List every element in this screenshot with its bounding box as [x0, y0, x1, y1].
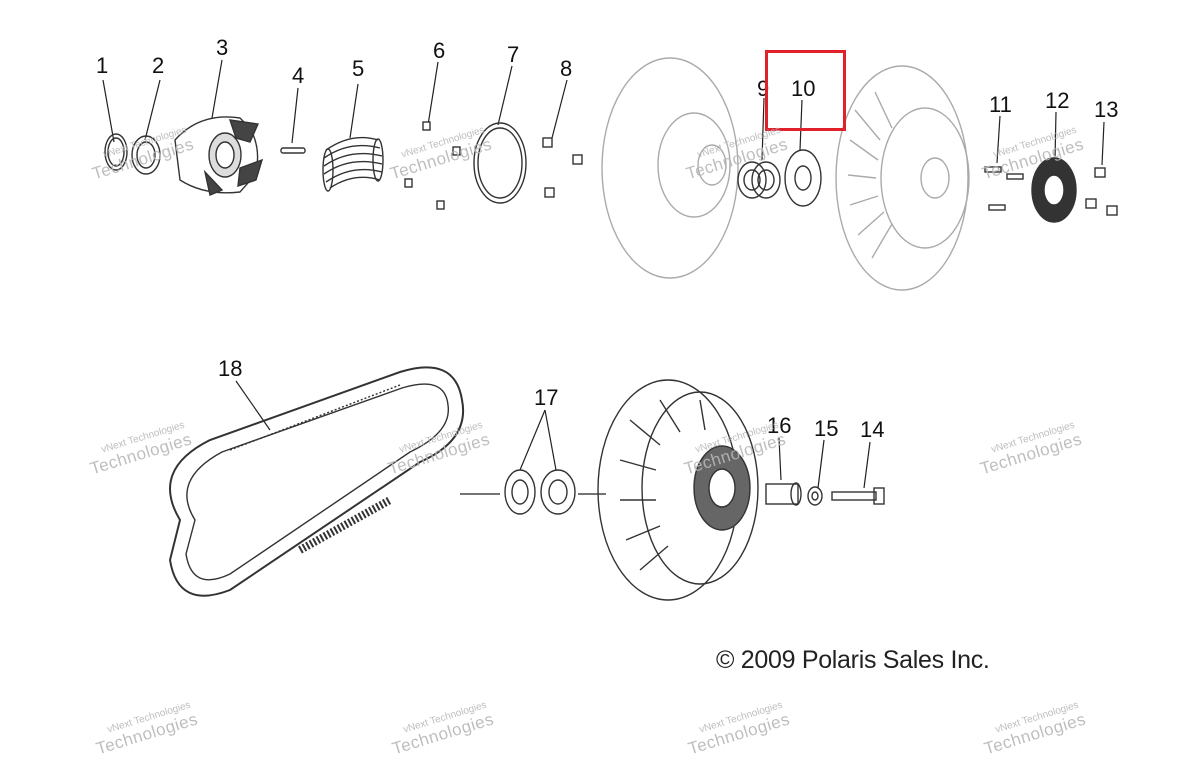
- part-8-bolts: [542, 137, 583, 198]
- part-4-pin: [280, 147, 306, 154]
- callout-5: 5: [352, 56, 365, 81]
- callout-18: 18: [218, 356, 243, 381]
- driven-clutch: [597, 379, 759, 601]
- callout-16: 16: [767, 413, 792, 438]
- highlight-box-callout-10: [765, 50, 846, 131]
- exploded-view-drawing: [102, 57, 1118, 601]
- part-18-belt: [168, 366, 465, 597]
- callout-10: 10: [791, 76, 816, 101]
- drive-sheave: [601, 57, 739, 279]
- parts-diagram: 1 2 3 4 5 6 7 8 9 10 11 12 13 14 15 16 1…: [88, 35, 1119, 759]
- part-6-screws: [404, 121, 461, 210]
- callout-1: 1: [96, 53, 109, 78]
- copyright-notice: © 2009 Polaris Sales Inc.: [716, 646, 990, 674]
- part-11-bolts: [984, 166, 1024, 211]
- callout-6: 6: [433, 38, 446, 63]
- part-15-washer: [807, 486, 823, 506]
- part-14-bolt: [831, 487, 885, 505]
- callout-17: 17: [534, 385, 559, 410]
- callout-11: 11: [989, 92, 1012, 117]
- callout-13: 13: [1094, 97, 1119, 122]
- leader-lines-top: [102, 59, 1105, 166]
- part-17-washers: [504, 469, 576, 515]
- fixed-sheave: [835, 65, 970, 291]
- callout-3: 3: [216, 35, 229, 60]
- callout-7: 7: [507, 42, 520, 67]
- leader-lines-bottom: [235, 380, 871, 495]
- part-12-bearing: [1031, 157, 1077, 223]
- callout-12: 12: [1045, 88, 1070, 113]
- callout-8: 8: [560, 56, 573, 81]
- part-3-helix: [174, 116, 264, 196]
- part-16-spacer: [765, 482, 802, 506]
- callout-4: 4: [292, 63, 305, 88]
- part-5-spring: [322, 136, 384, 192]
- callout-14: 14: [860, 417, 885, 442]
- part-13-nuts: [1085, 167, 1118, 216]
- part-10-washer: [784, 149, 822, 207]
- callout-2: 2: [152, 53, 165, 78]
- callout-15: 15: [814, 416, 839, 441]
- part-2-washer: [131, 135, 161, 175]
- part-9-washers: [737, 161, 781, 199]
- part-7-ring: [473, 122, 527, 204]
- part-1-snap-ring: [104, 133, 128, 171]
